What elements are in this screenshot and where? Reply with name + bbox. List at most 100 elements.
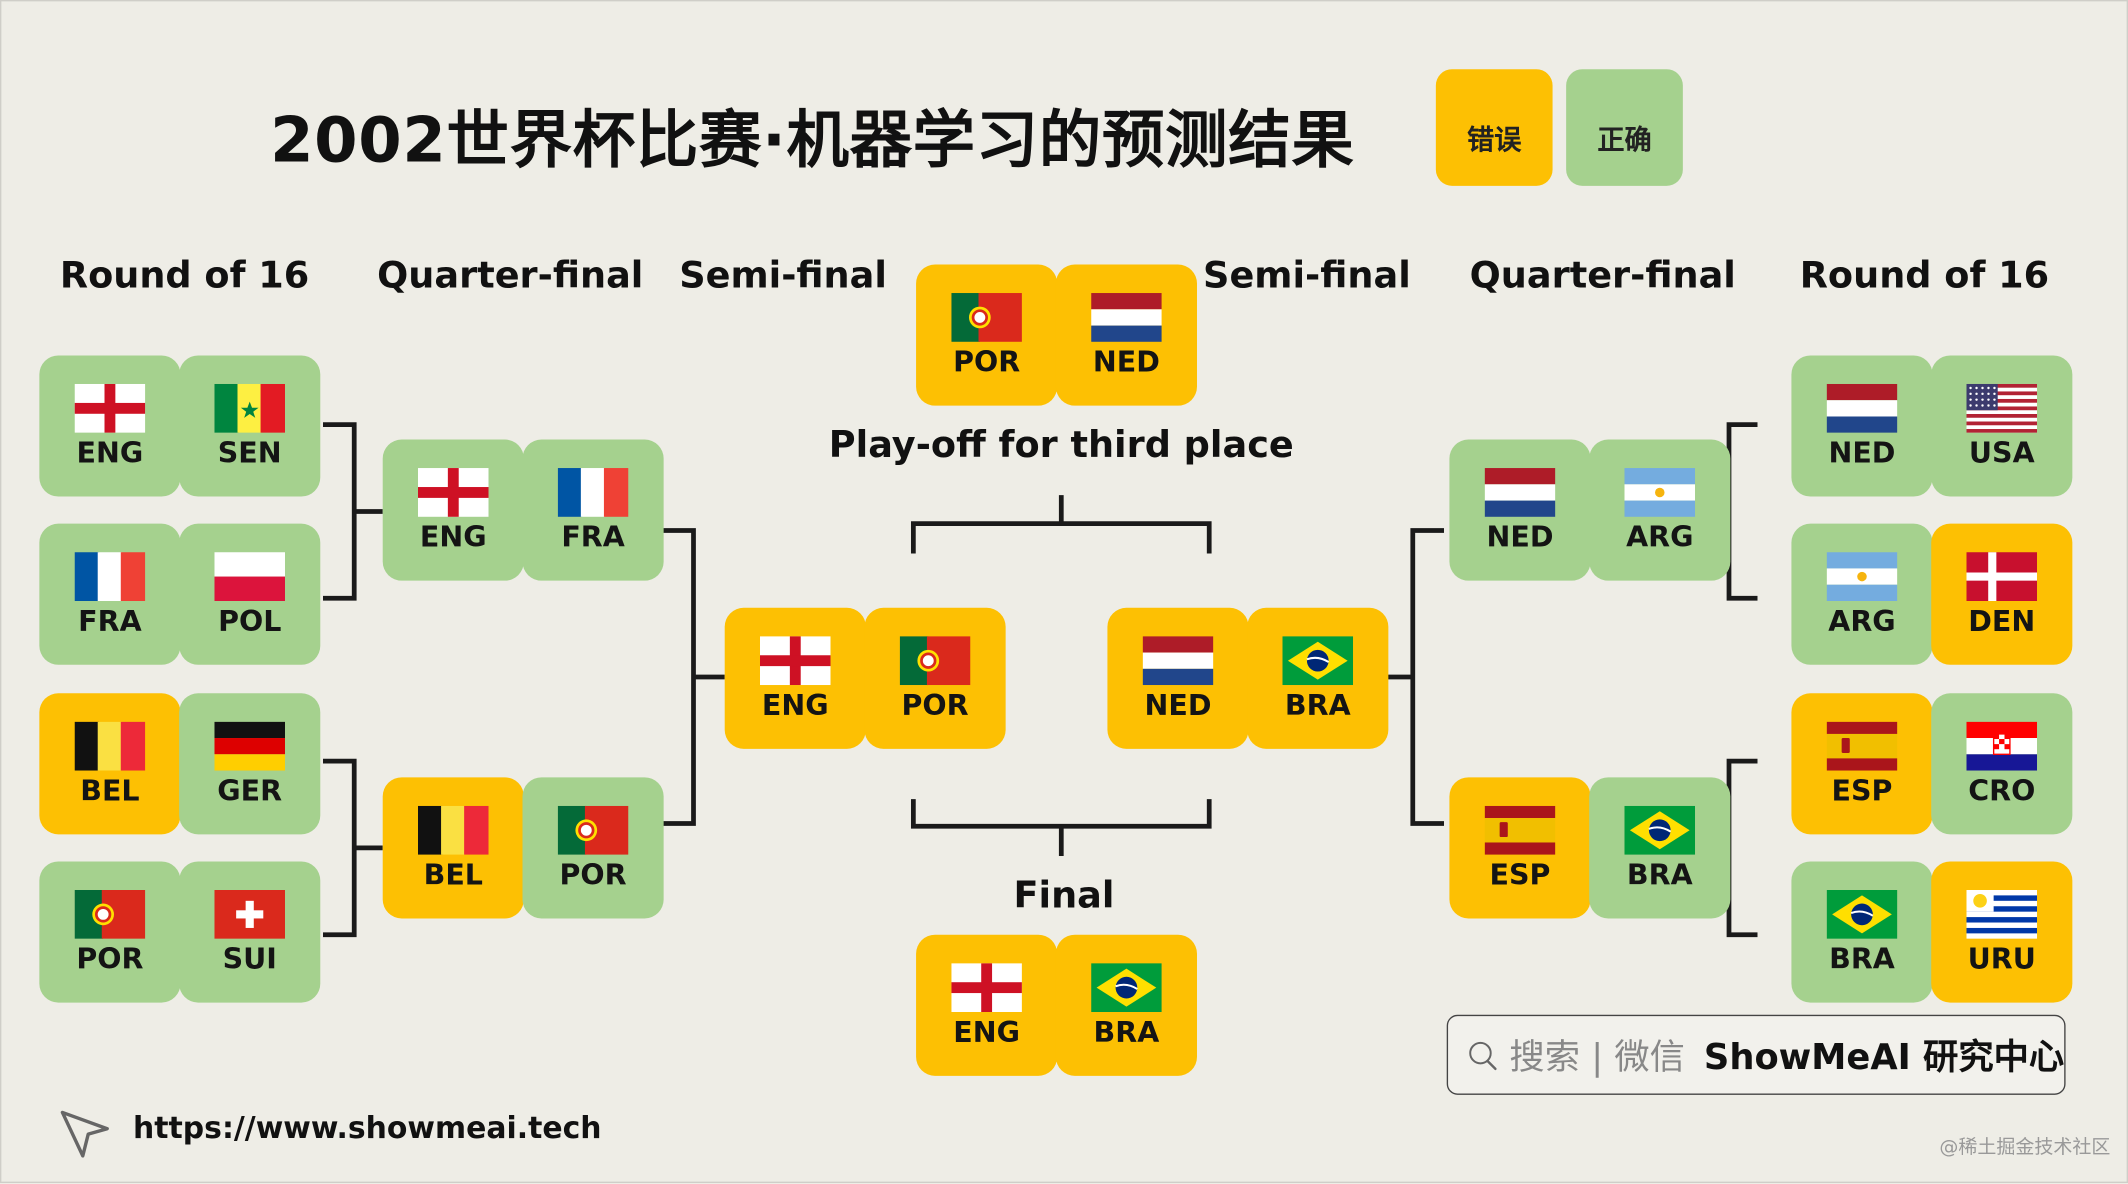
- sen-flag-icon: [214, 383, 285, 433]
- team-code: SEN: [217, 436, 282, 470]
- round-label-right-qf: Quarter-final: [1469, 255, 1736, 298]
- team-code: ESP: [1831, 774, 1893, 808]
- final-label: Final: [1013, 875, 1115, 918]
- team-card-eng: ENG: [916, 934, 1058, 1076]
- bra-flag-icon: [1282, 636, 1354, 686]
- bra-flag-icon: [1624, 805, 1696, 855]
- round-label-right-sf: Semi-final: [1203, 255, 1411, 298]
- bra-flag-icon: [1091, 963, 1162, 1013]
- team-card-bra: BRA: [1589, 777, 1731, 919]
- eng-flag-icon: [417, 468, 489, 517]
- team-card-bra: BRA: [1055, 934, 1197, 1076]
- team-code: ENG: [76, 436, 144, 470]
- team-code: NED: [1092, 345, 1160, 379]
- team-card-esp: ESP: [1791, 693, 1933, 835]
- team-card-eng: ENG: [39, 355, 181, 497]
- team-code: ESP: [1489, 858, 1551, 892]
- team-code: BRA: [1829, 942, 1895, 976]
- pol-flag-icon: [214, 552, 285, 601]
- team-code: POR: [76, 942, 144, 976]
- sui-flag-icon: [214, 889, 285, 939]
- team-card-ned: NED: [1055, 264, 1197, 406]
- team-code: BEL: [423, 858, 483, 892]
- por-flag-icon: [899, 636, 971, 686]
- team-code: GER: [217, 774, 283, 808]
- website-url[interactable]: https://www.showmeai.tech: [132, 1112, 602, 1147]
- team-card-por: POR: [916, 264, 1058, 406]
- team-code: CRO: [1968, 774, 2036, 808]
- team-card-eng: ENG: [382, 439, 524, 581]
- team-card-esp: ESP: [1449, 777, 1591, 919]
- team-card-pol: POL: [179, 523, 321, 665]
- third-place-label: Play-off for third place: [828, 424, 1294, 467]
- search-bar[interactable]: 搜索 | 微信 ShowMeAI 研究中心: [1446, 1014, 2066, 1095]
- arg-flag-icon: [1826, 552, 1898, 601]
- round-label-left-qf: Quarter-final: [377, 255, 644, 298]
- team-card-eng: ENG: [724, 607, 866, 749]
- team-card-bel: BEL: [39, 693, 181, 835]
- ned-flag-icon: [1484, 468, 1556, 517]
- bel-flag-icon: [74, 721, 146, 771]
- team-card-bra: BRA: [1247, 607, 1389, 749]
- cro-flag-icon: [1966, 721, 2038, 771]
- team-card-sui: SUI: [179, 861, 321, 1003]
- arg-flag-icon: [1624, 468, 1696, 517]
- team-code: ARG: [1626, 520, 1694, 554]
- cursor-icon: [60, 1110, 109, 1158]
- team-card-usa: USA: [1931, 355, 2073, 497]
- ned-flag-icon: [1091, 293, 1162, 342]
- team-card-cro: CRO: [1931, 693, 2073, 835]
- team-code: POR: [559, 858, 627, 892]
- ger-flag-icon: [214, 721, 285, 771]
- bel-flag-icon: [417, 805, 489, 855]
- team-code: FRA: [78, 605, 142, 638]
- team-code: BRA: [1626, 858, 1693, 892]
- team-code: SUI: [222, 942, 277, 976]
- round-label-right-r16: Round of 16: [1799, 255, 2050, 298]
- team-card-bel: BEL: [382, 777, 524, 919]
- uru-flag-icon: [1966, 889, 2038, 939]
- eng-flag-icon: [759, 636, 831, 686]
- team-card-fra: FRA: [522, 439, 664, 581]
- team-code: POR: [901, 689, 969, 722]
- ned-flag-icon: [1142, 636, 1214, 686]
- legend-correct-label: 正确: [1597, 122, 1652, 156]
- team-code: FRA: [561, 520, 625, 554]
- team-code: POR: [953, 345, 1021, 379]
- team-code: NED: [1486, 520, 1554, 554]
- legend-wrong: 错误: [1435, 69, 1553, 186]
- team-code: ENG: [761, 689, 829, 722]
- search-text: 搜索 | 微信: [1509, 1037, 1685, 1079]
- por-flag-icon: [951, 293, 1022, 342]
- round-label-left-sf: Semi-final: [679, 255, 887, 298]
- team-card-fra: FRA: [39, 523, 181, 665]
- team-code: USA: [1968, 436, 2035, 470]
- team-card-arg: ARG: [1589, 439, 1731, 581]
- esp-flag-icon: [1826, 721, 1898, 771]
- team-code: URU: [1967, 942, 2036, 976]
- team-card-bra: BRA: [1791, 861, 1933, 1003]
- watermark: @稀土掘金技术社区: [1939, 1136, 2111, 1159]
- team-card-por: POR: [39, 861, 181, 1003]
- team-code: BRA: [1093, 1016, 1160, 1049]
- search-icon: [1469, 1041, 1497, 1070]
- esp-flag-icon: [1484, 805, 1556, 855]
- team-code: POL: [218, 605, 282, 638]
- den-flag-icon: [1966, 552, 2038, 601]
- team-code: ARG: [1828, 605, 1896, 638]
- team-code: NED: [1144, 689, 1212, 722]
- fra-flag-icon: [74, 552, 146, 601]
- team-card-ned: NED: [1107, 607, 1249, 749]
- fra-flag-icon: [557, 468, 629, 517]
- legend-correct: 正确: [1566, 69, 1683, 186]
- team-code: ENG: [419, 520, 487, 554]
- team-code: BEL: [80, 774, 140, 808]
- usa-flag-icon: [1966, 383, 2038, 433]
- por-flag-icon: [557, 805, 629, 855]
- team-card-ned: NED: [1791, 355, 1933, 497]
- eng-flag-icon: [74, 383, 146, 433]
- team-card-por: POR: [864, 607, 1006, 749]
- bra-flag-icon: [1826, 889, 1898, 939]
- eng-flag-icon: [951, 963, 1022, 1013]
